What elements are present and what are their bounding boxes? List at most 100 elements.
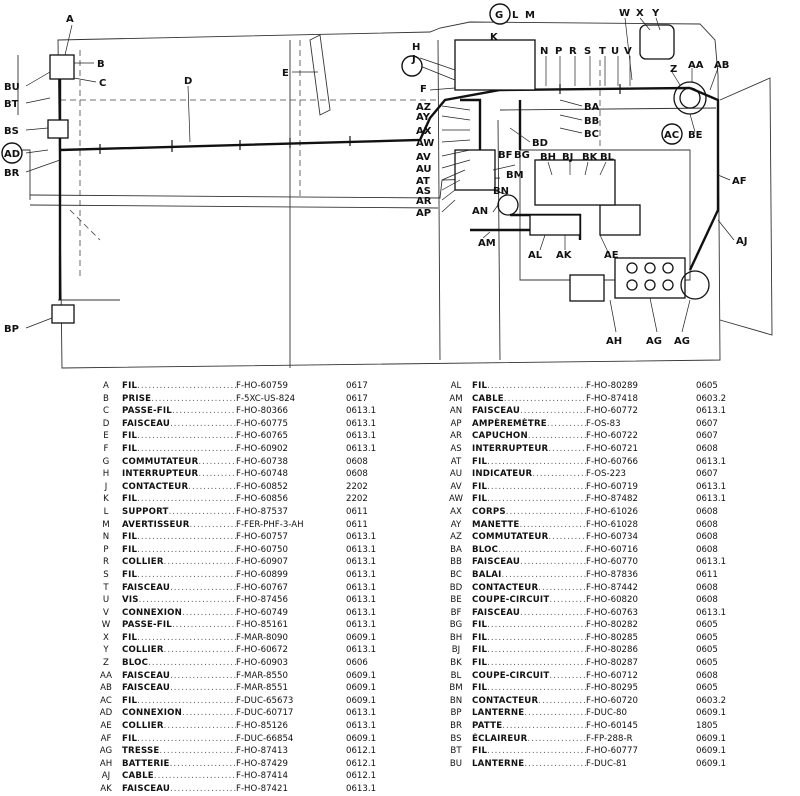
part-group: 0606 [346, 658, 368, 669]
part-code: BR [450, 721, 462, 732]
part-reference: F-HO-60763 [586, 607, 638, 618]
part-code: BB [450, 557, 462, 568]
callout-label: R [569, 46, 577, 57]
callout-label: X [636, 8, 644, 19]
parts-row: TFAISCEAU...........................F-HO… [90, 582, 450, 595]
part-reference: F-HO-60765 [236, 431, 288, 442]
part-reference: F-HO-80295 [586, 683, 638, 694]
part-name: COLLIER........................... [122, 557, 236, 568]
part-code: X [103, 632, 109, 643]
callout-label: AF [732, 176, 747, 187]
part-group: 0613.1 [696, 481, 727, 492]
part-name: FAISCEAU........................... [122, 670, 236, 681]
part-code: AJ [101, 771, 111, 782]
part-code: N [102, 532, 110, 543]
part-code: AG [99, 746, 113, 757]
part-code: AW [449, 494, 463, 505]
part-code: AM [449, 393, 463, 404]
callout-label: C [99, 78, 106, 89]
part-group: 0608 [696, 670, 718, 681]
part-group: 0613.1 [696, 456, 727, 467]
part-group: 0613.1 [346, 569, 377, 580]
part-name: CAPUCHON........................... [472, 431, 586, 442]
callout-label: AA [688, 60, 704, 71]
part-group: 0612.1 [346, 771, 377, 782]
part-code: AT [450, 456, 462, 467]
parts-row: AECOLLIER...........................F-HO… [90, 720, 450, 733]
part-name: VIS........................... [122, 595, 236, 606]
part-reference: F-HO-60852 [236, 481, 288, 492]
callout-label: G [495, 10, 503, 21]
part-code: BS [450, 733, 462, 744]
parts-row: AZ COMMUTATEUR...........................… [440, 531, 800, 544]
parts-row: ADCONNEXION...........................F-… [90, 707, 450, 720]
callout-label: AE [604, 250, 619, 261]
part-code: P [103, 544, 109, 555]
callout-label: BS [4, 126, 19, 137]
part-reference: F-HO-87414 [236, 771, 288, 782]
callout-label: K [490, 32, 499, 43]
callout-label: AG [646, 336, 662, 347]
part-code: BA [450, 544, 462, 555]
part-reference: F-HO-87482 [586, 494, 638, 505]
part-name: FAISCEAU........................... [472, 406, 586, 417]
part-name: COLLIER........................... [122, 721, 236, 732]
callout-label: AK [556, 250, 573, 261]
part-name: FIL........................... [122, 733, 236, 744]
part-code: C [102, 406, 109, 417]
part-group: 0608 [696, 582, 718, 593]
part-code: L [103, 506, 109, 517]
callout-label: AT [416, 176, 430, 187]
part-code: A [103, 381, 109, 391]
part-reference: F-HO-87442 [586, 582, 638, 593]
part-name: CONNEXION........................... [122, 708, 236, 719]
part-name: FIL........................... [122, 532, 236, 543]
part-name: FIL........................... [472, 494, 586, 505]
part-code: AL [450, 381, 462, 391]
parts-row: MAVERTISSEUR...........................F… [90, 519, 450, 532]
part-reference: F-HO-60767 [236, 582, 288, 593]
part-code: AK [100, 784, 112, 794]
parts-list-right: AL FIL........................... F-HO-802… [440, 380, 800, 770]
part-group: 0611 [346, 519, 368, 530]
part-name: COMMUTATEUR........................... [472, 532, 586, 543]
callout-label: AM [478, 238, 496, 249]
part-group: 0613.1 [346, 418, 377, 429]
parts-row: AJCABLE...........................F-HO-8… [90, 770, 450, 783]
part-group: 0609.1 [346, 733, 377, 744]
part-code: AE [100, 721, 112, 732]
callout-label: AH [606, 336, 622, 347]
part-group: 0607 [696, 431, 718, 442]
parts-row: ARCAPUCHON...........................F-H… [440, 430, 800, 443]
part-reference: F-HO-87537 [236, 506, 288, 517]
part-group: 0617 [346, 381, 368, 391]
callout-label: BA [584, 102, 600, 113]
part-reference: F-DUC-80 [586, 708, 627, 719]
part-reference: F-HO-80282 [586, 620, 638, 631]
part-reference: F-HO-87429 [236, 758, 288, 769]
callout-label: BK [582, 152, 599, 163]
part-reference: F-5XC-US-824 [236, 393, 296, 404]
parts-row: CPASSE-FIL...........................F-H… [90, 405, 450, 418]
parts-row: ASINTERRUPTEUR..........................… [440, 443, 800, 456]
part-group: 0617 [346, 393, 368, 404]
part-code: BG [449, 620, 463, 631]
callout-label: U [611, 46, 619, 57]
parts-row: BECOUPE-CIRCUIT.........................… [440, 594, 800, 607]
callout-label: W [619, 8, 630, 19]
callout-label: BU [4, 82, 20, 93]
part-name: COLLIER........................... [122, 645, 236, 656]
callout-label: L [512, 10, 519, 21]
part-group: 0607 [696, 469, 718, 480]
part-reference: F-HO-60775 [236, 418, 288, 429]
part-group: 0607 [696, 418, 718, 429]
part-name: TRESSE........................... [122, 746, 236, 757]
part-code: G [102, 456, 110, 467]
part-code: AZ [450, 532, 462, 543]
part-name: CONTACTEUR........................... [472, 695, 586, 706]
part-name: FIL........................... [122, 544, 236, 555]
